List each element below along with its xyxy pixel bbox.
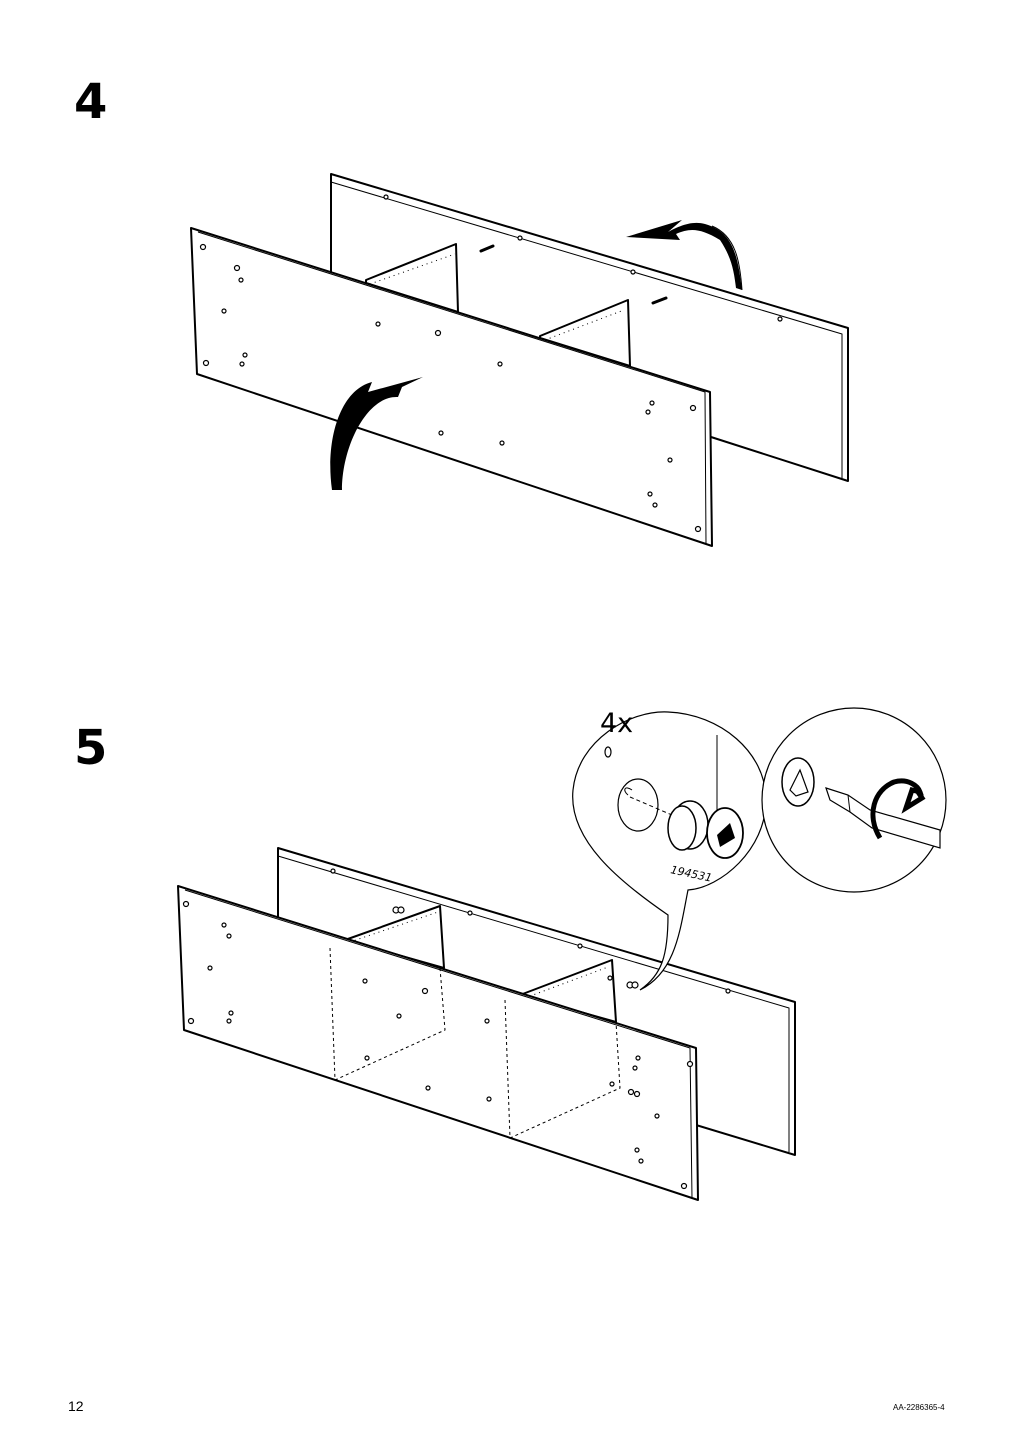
quantity-label: 4x bbox=[600, 708, 634, 739]
front-panel-4 bbox=[190, 227, 713, 547]
tighten-detail-callout bbox=[761, 707, 947, 893]
hidden-shelves-5 bbox=[329, 947, 621, 1139]
step-4-number: 4 bbox=[74, 74, 108, 130]
panel-holes-5 bbox=[182, 868, 731, 1190]
cam-lock-icon bbox=[667, 800, 744, 859]
rotate-arrow-icon bbox=[330, 377, 423, 490]
cam-lock-positions-5 bbox=[392, 906, 641, 1098]
page-number: 12 bbox=[68, 1398, 84, 1414]
panel-holes-4 bbox=[199, 194, 783, 533]
front-panel-5 bbox=[177, 885, 699, 1201]
screwdriver-icon bbox=[825, 787, 941, 849]
turn-arrow-icon bbox=[870, 778, 926, 840]
document-code: AA-2286365-4 bbox=[893, 1403, 945, 1412]
flip-arrow-icon bbox=[626, 220, 743, 291]
cam-lock-detail-callout: 194531 bbox=[572, 711, 767, 991]
step-5-number: 5 bbox=[74, 720, 108, 776]
dowels-4 bbox=[479, 244, 668, 305]
